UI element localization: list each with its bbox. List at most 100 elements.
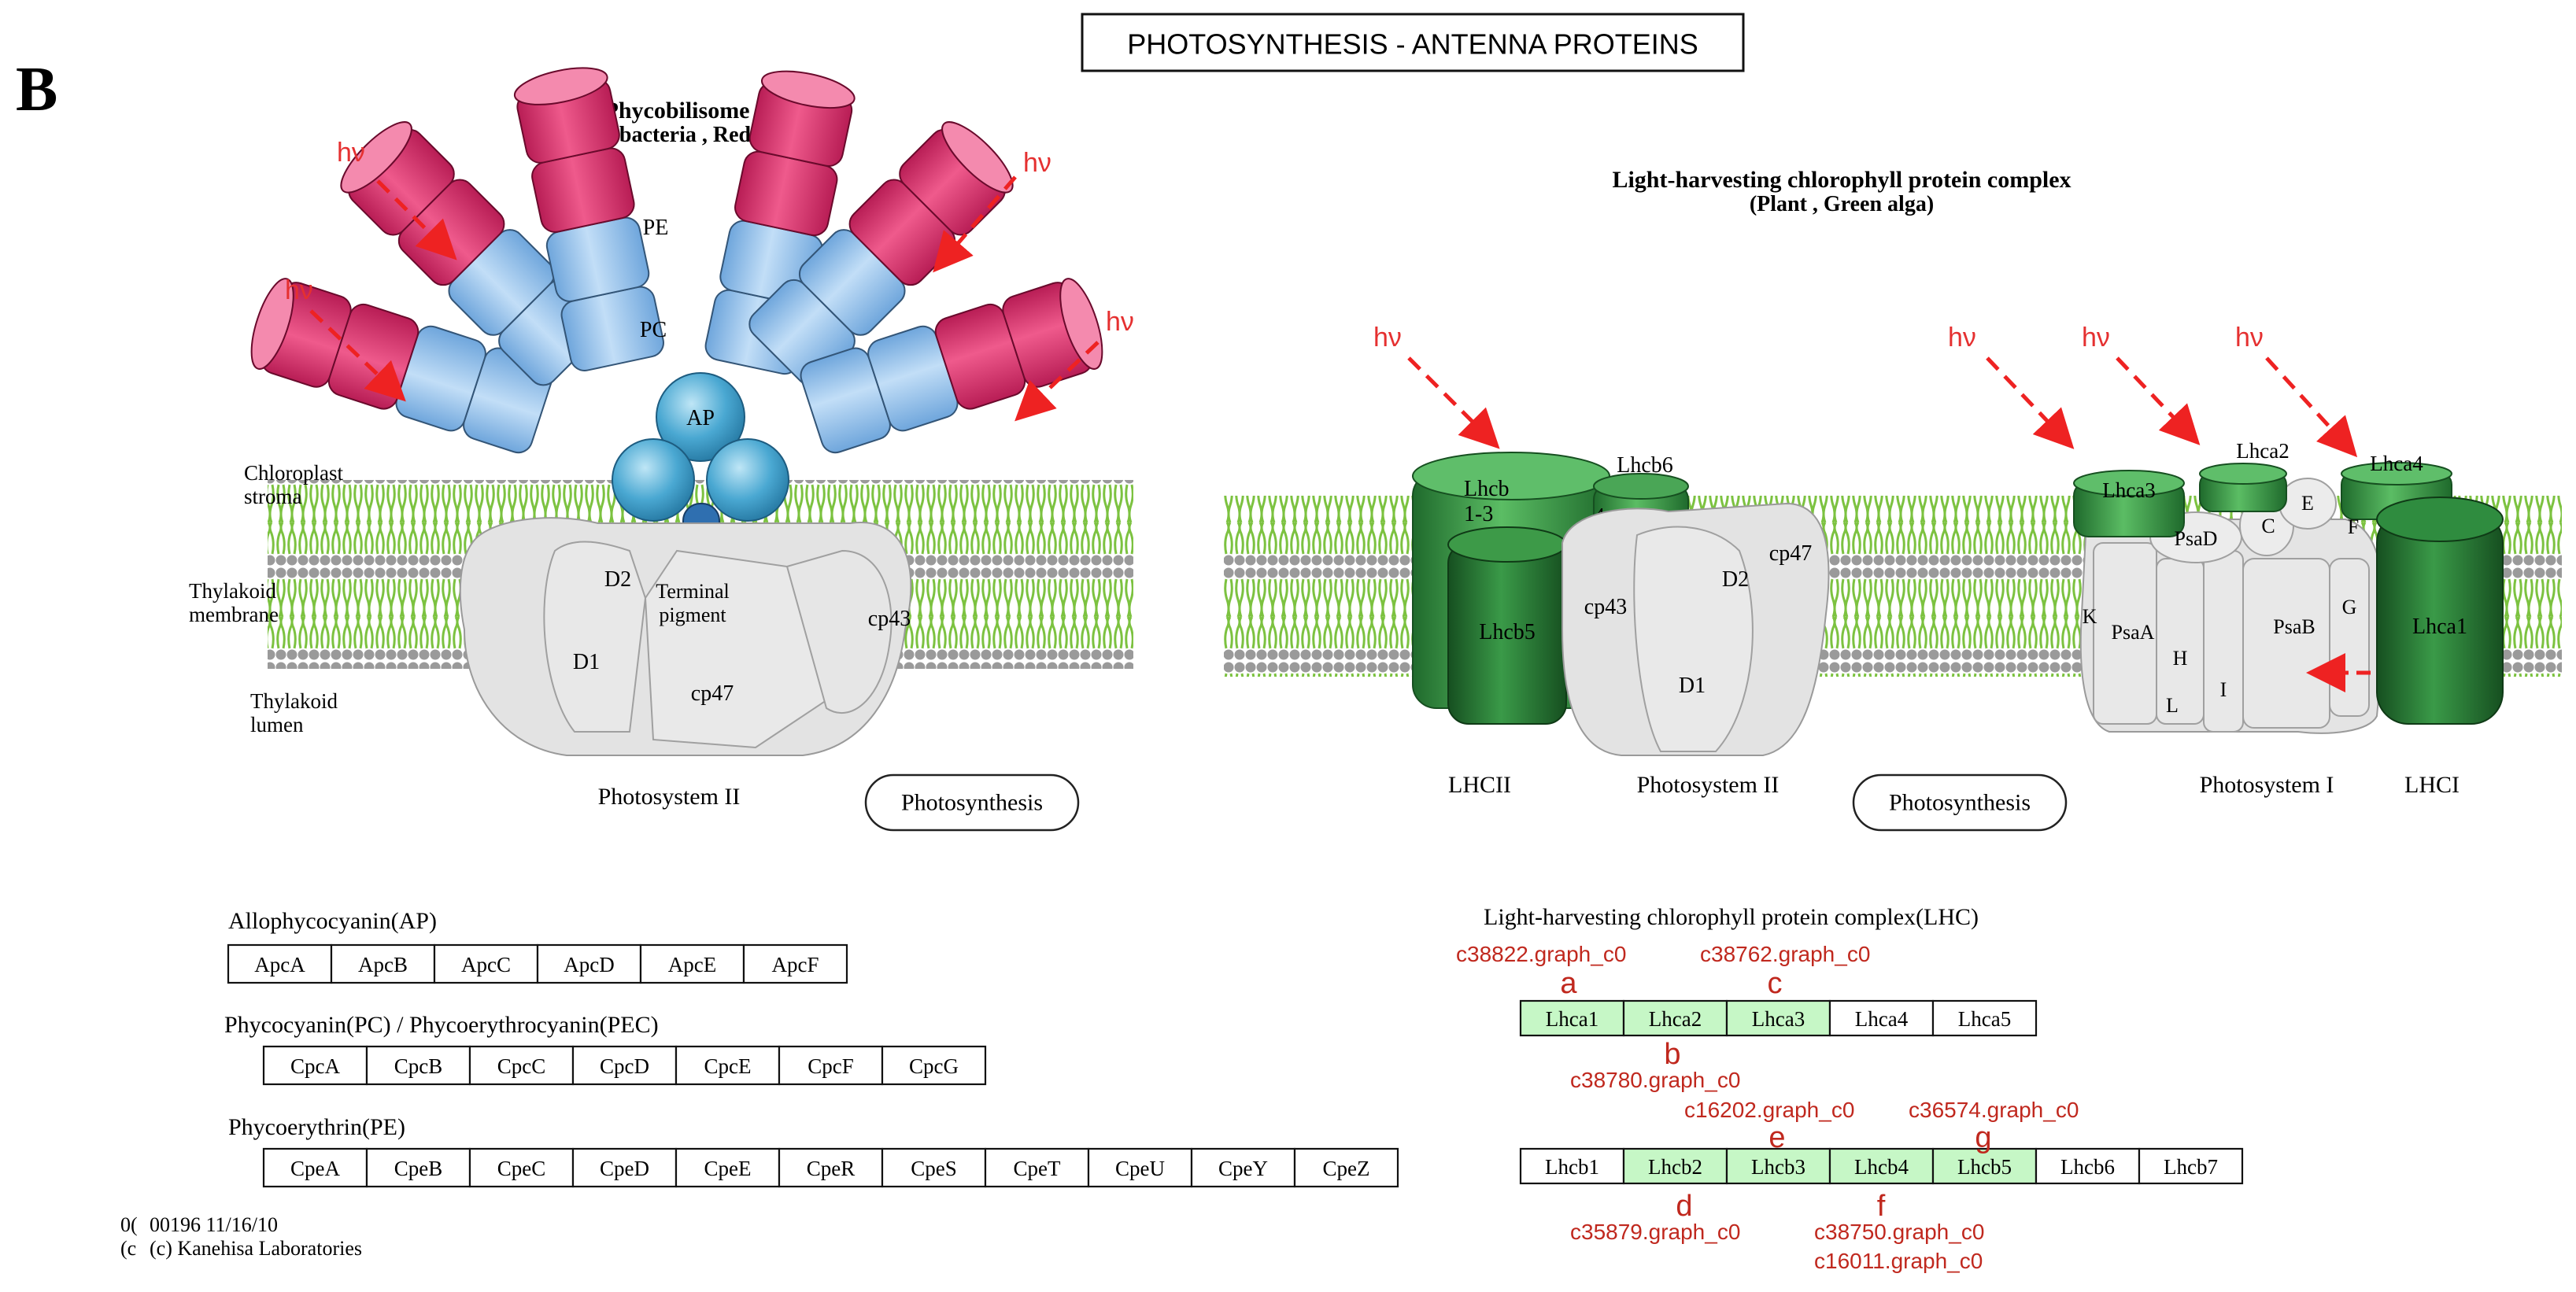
gene-label: CpeT [1014,1157,1061,1180]
annotation-a-letter: a [1560,967,1577,1000]
gene-label: ApcE [668,953,716,976]
annotation-g-letter: g [1975,1121,1991,1154]
gene-label: CpeB [394,1157,443,1180]
gene-box-border [984,1147,1090,1188]
lhcb6-label: Lhcb6 [1617,453,1673,478]
gene-box-border [571,1045,678,1086]
lhca3-label: Lhca3 [2102,478,2155,502]
gene-box-cpec[interactable]: CpeC [468,1147,575,1188]
gene-box-lhcb6[interactable]: Lhcb6 [2035,1147,2141,1185]
gene-box-cpes[interactable]: CpeS [881,1147,987,1188]
gene-box-cpet[interactable]: CpeT [984,1147,1090,1188]
gene-box-apcd[interactable]: ApcD [536,943,642,984]
gene-label: CpcB [394,1054,443,1078]
gene-box-apca[interactable]: ApcA [227,943,333,984]
gene-box-border [742,943,848,984]
lhcii-label: LHCII [1448,772,1511,798]
gene-label: CpcD [600,1054,649,1078]
cp47-label-right: cp47 [1769,541,1812,566]
gene-label: Lhca4 [1855,1007,1909,1031]
hv-label-left-4: hν [1106,307,1134,337]
gene-label: Lhcb2 [1648,1155,1702,1179]
gene-box-lhca4[interactable]: Lhca4 [1828,999,1935,1037]
gene-box-lhcb2[interactable]: Lhcb2 [1622,1147,1728,1185]
gene-label: Lhca5 [1958,1007,2011,1031]
lhcb5-label: Lhcb5 [1479,620,1536,644]
light-arrows-left [309,175,1100,422]
gene-box-lhca3[interactable]: Lhca3 [1725,999,1831,1037]
gene-box-cpcb[interactable]: CpcB [365,1045,471,1086]
lhc-table-title: Light-harvesting chlorophyll protein com… [1484,904,1979,930]
gene-box-apcb[interactable]: ApcB [330,943,436,984]
gene-box-cpeu[interactable]: CpeU [1087,1147,1193,1188]
gene-label: Lhca1 [1546,1007,1598,1031]
gene-label: CpeD [600,1157,649,1180]
gene-box-border [778,1147,884,1188]
footer-map-id: 00196 11/16/10 [150,1213,278,1236]
psaa-label: PsaA [2112,621,2155,644]
gene-label: CpcG [909,1054,959,1078]
gene-label: CpeY [1218,1157,1268,1180]
gene-box-cpez[interactable]: CpeZ [1293,1147,1399,1188]
chloroplast-stroma-label-1: Chloroplast [244,461,343,485]
gene-box-border [1931,999,2038,1037]
gene-box-cpee[interactable]: CpeE [674,1147,781,1188]
gene-box-border [1087,1147,1193,1188]
thylakoid-lumen-label-1: Thylakoid [250,689,338,713]
gene-box-cpca[interactable]: CpcA [262,1045,368,1086]
gene-box-cpeb[interactable]: CpeB [365,1147,471,1188]
gene-box-lhcb3[interactable]: Lhcb3 [1725,1147,1831,1185]
gene-box-lhcb4[interactable]: Lhcb4 [1828,1147,1935,1185]
gene-box-cpcf[interactable]: CpcF [778,1045,884,1086]
gene-box-border [1931,1147,2038,1185]
gene-box-lhcb7[interactable]: Lhcb7 [2138,1147,2244,1185]
gene-box-border [639,943,745,984]
gene-box-lhcb5[interactable]: Lhcb5 [1931,1147,2038,1185]
gene-box-lhca5[interactable]: Lhca5 [1931,999,2038,1037]
gene-label: Lhca3 [1752,1007,1805,1031]
gene-label: CpeS [911,1157,957,1180]
gene-box-apce[interactable]: ApcE [639,943,745,984]
lhc-subheading: (Plant , Green alga) [1750,192,1934,216]
thylakoid-lumen-label-2: lumen [250,713,304,736]
gene-box-lhcb1[interactable]: Lhcb1 [1519,1147,1625,1185]
gene-box-cper[interactable]: CpeR [778,1147,884,1188]
annotation-e-id: c16202.graph_c0 [1684,1098,1854,1122]
gene-box-cpcc[interactable]: CpcC [468,1045,575,1086]
gene-label: ApcB [358,953,408,976]
gene-box-lhca2[interactable]: Lhca2 [1622,999,1728,1037]
gene-label: Lhcb7 [2164,1155,2218,1179]
gene-label: Lhcb5 [1957,1155,2012,1179]
gene-label: Lhcb6 [2060,1155,2115,1179]
gene-box-apcf[interactable]: ApcF [742,943,848,984]
gene-box-cpcg[interactable]: CpcG [881,1045,987,1086]
photosynthesis-link-left-label: Photosynthesis [901,790,1043,816]
terminal-pigment-label-1: Terminal [656,580,729,603]
photosynthesis-link-right[interactable]: Photosynthesis [1852,773,2068,832]
gene-box-apcc[interactable]: ApcC [433,943,539,984]
pc-label: PC [640,318,667,342]
gene-label: CpcC [497,1054,546,1078]
gene-box-cpce[interactable]: CpcE [674,1045,781,1086]
gene-label: Lhca2 [1649,1007,1702,1031]
gene-box-cped[interactable]: CpeD [571,1147,678,1188]
hv-label-left-3: hν [1023,148,1051,178]
gene-box-border [674,1147,781,1188]
gene-box-cpea[interactable]: CpeA [262,1147,368,1188]
gene-label: CpeZ [1323,1157,1370,1180]
photosystem-ii-left-label: Photosystem II [598,784,741,810]
gene-box-border [1828,1147,1935,1185]
annotation-f-id1: c38750.graph_c0 [1814,1220,1984,1244]
gene-box-cpey[interactable]: CpeY [1190,1147,1296,1188]
gene-box-lhca1[interactable]: Lhca1 [1519,999,1625,1037]
hv-label-right-3: hν [2082,323,2110,353]
photosynthesis-link-left[interactable]: Photosynthesis [864,773,1080,832]
gene-label: ApcF [772,953,819,976]
panel-letter: B [16,55,57,124]
ap-label: AP [686,406,715,430]
d2-label-right: D2 [1722,567,1749,592]
gene-box-cpcd[interactable]: CpcD [571,1045,678,1086]
cp43-label-right: cp43 [1584,595,1627,619]
light-arrows-right [1407,356,2358,458]
psa-e-label: E [2301,492,2314,515]
